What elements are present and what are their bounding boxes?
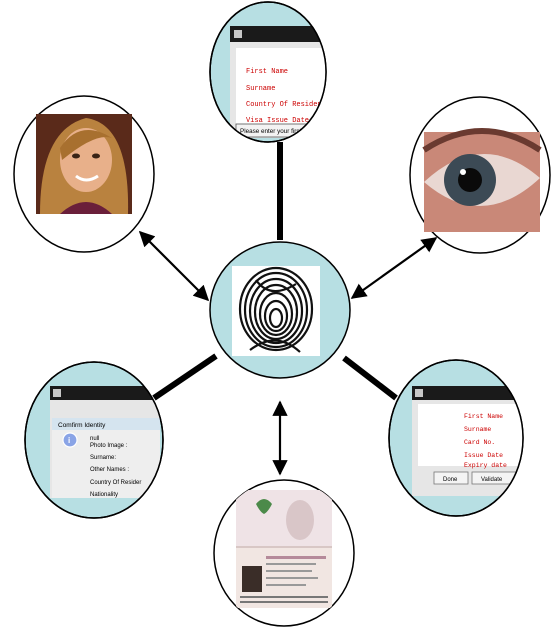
br-form-field-3: Card No. [464,439,495,446]
bottom-node [213,479,355,627]
info-icon [62,432,78,448]
top-form-field-1: First Name [246,68,288,76]
fingerprint-icon [238,266,314,353]
passport-page-icon [236,490,332,608]
svg-text:Surname:: Surname: [90,455,116,461]
bottom-left-node: Comfirm Identity i null Photo Image : Su… [24,361,164,519]
connector-bottom-left [152,353,218,401]
br-form-field-4: Issue Date [464,452,503,459]
svg-text:null: null [90,436,99,442]
left-node [13,95,155,253]
iris-eye-icon [422,128,542,232]
svg-text:Country Of Resider: Country Of Resider [90,480,141,486]
svg-text:Nationality: Nationality [90,492,118,498]
right-node [409,96,551,254]
br-form-field-2: Surname [464,426,491,433]
top-form-field-2: Surname [246,85,275,93]
connector-bottom-right [342,355,398,401]
top-form-tooltip: Please enter your first name [240,128,319,135]
br-form-field-1: First Name [464,413,503,420]
svg-text:Validate: Validate [481,477,503,483]
svg-text:Other Names :: Other Names : [90,467,129,473]
br-form-field-5: Expiry date [464,462,507,469]
dialog-title: Comfirm Identity [58,422,106,429]
top-node: First Name Surname Country Of Residence … [209,1,330,143]
svg-text:i: i [68,436,70,445]
svg-text:Photo Image :: Photo Image : [90,443,128,449]
arrow-iris [350,237,438,299]
svg-text:Done: Done [443,477,458,483]
bottom-right-node: First Name Surname Card No. Issue Date E… [388,359,524,517]
arrow-face [138,230,210,302]
face-photo-icon [36,114,132,214]
top-form-field-3: Country Of Residence [246,101,330,109]
top-form-field-4: Visa Issue Date [246,117,309,125]
center-node [209,241,351,379]
done-button[interactable] [433,471,469,485]
